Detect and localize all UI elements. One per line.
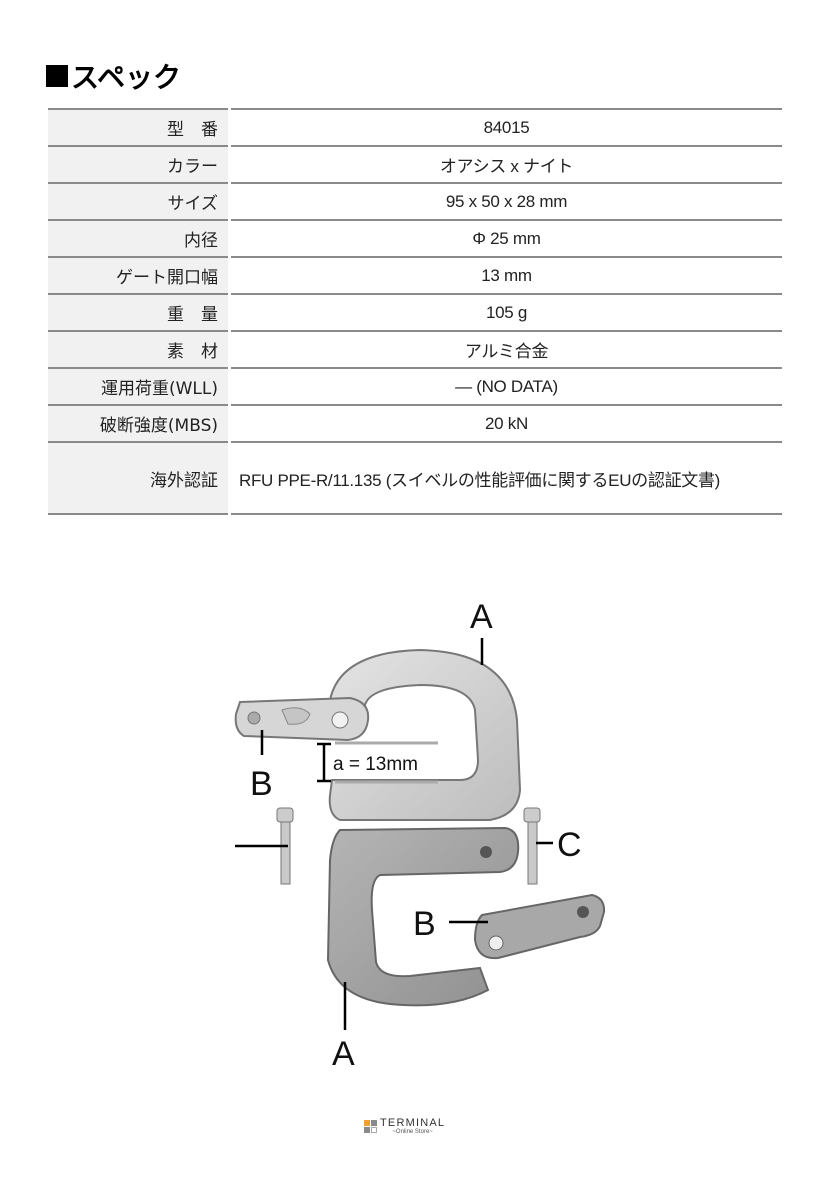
row-value: 105 g	[231, 293, 782, 330]
lower-frame-icon	[326, 826, 520, 1007]
table-row: 破断強度(MBS) 20 kN	[48, 404, 782, 441]
row-label: 内径	[48, 219, 228, 256]
screw-left-icon	[276, 807, 294, 885]
table-row: 重 量 105 g	[48, 293, 782, 330]
square-marker-icon	[46, 65, 68, 87]
svg-text:B: B	[413, 905, 436, 943]
svg-text:C: C	[557, 826, 582, 864]
row-value: アルミ合金	[231, 330, 782, 367]
table-row: 素 材 アルミ合金	[48, 330, 782, 367]
screw-right-icon	[523, 807, 541, 885]
swivel-diagram: a = 13mm A B C B A	[220, 590, 640, 1080]
svg-text:a = 13mm: a = 13mm	[333, 754, 418, 775]
table-row: 海外認証 RFU PPE-R/11.135 (スイベルの性能評価に関するEUの認…	[48, 441, 782, 513]
row-value: ― (NO DATA)	[231, 367, 782, 404]
svg-text:B: B	[250, 765, 273, 803]
page-title-text: スペック	[71, 61, 182, 94]
row-label: 破断強度(MBS)	[48, 404, 228, 441]
row-label: 運用荷重(WLL)	[48, 367, 228, 404]
row-value: 13 mm	[231, 256, 782, 293]
spec-table: 型 番 84015 カラー オアシス x ナイト サイズ 95 x 50 x 2…	[48, 108, 782, 515]
logo-icon	[364, 1120, 377, 1133]
svg-text:A: A	[470, 598, 493, 636]
brand-tagline: ~Online Store~	[392, 1129, 433, 1135]
page-title: スペック	[46, 56, 181, 96]
row-label: カラー	[48, 145, 228, 182]
row-value: オアシス x ナイト	[231, 145, 782, 182]
row-value: 95 x 50 x 28 mm	[231, 182, 782, 219]
table-row: 型 番 84015	[48, 108, 782, 145]
row-label: 海外認証	[48, 441, 228, 513]
row-label: サイズ	[48, 182, 228, 219]
table-row: 内径 Φ 25 mm	[48, 219, 782, 256]
row-label: 型 番	[48, 108, 228, 145]
upper-frame-icon	[328, 648, 522, 821]
svg-text:A: A	[332, 1035, 355, 1073]
table-row: サイズ 95 x 50 x 28 mm	[48, 182, 782, 219]
table-row: 運用荷重(WLL) ― (NO DATA)	[48, 367, 782, 404]
table-row: ゲート開口幅 13 mm	[48, 256, 782, 293]
row-label: 素 材	[48, 330, 228, 367]
table-row: カラー オアシス x ナイト	[48, 145, 782, 182]
row-value: Φ 25 mm	[231, 219, 782, 256]
footer-logo: TERMINAL ~Online Store~	[364, 1118, 445, 1135]
row-value: 20 kN	[231, 404, 782, 441]
row-label: 重 量	[48, 293, 228, 330]
row-value: 84015	[231, 108, 782, 145]
row-label: ゲート開口幅	[48, 256, 228, 293]
row-value: RFU PPE-R/11.135 (スイベルの性能評価に関するEUの認証文書)	[231, 441, 782, 513]
brand-name: TERMINAL	[380, 1117, 446, 1129]
